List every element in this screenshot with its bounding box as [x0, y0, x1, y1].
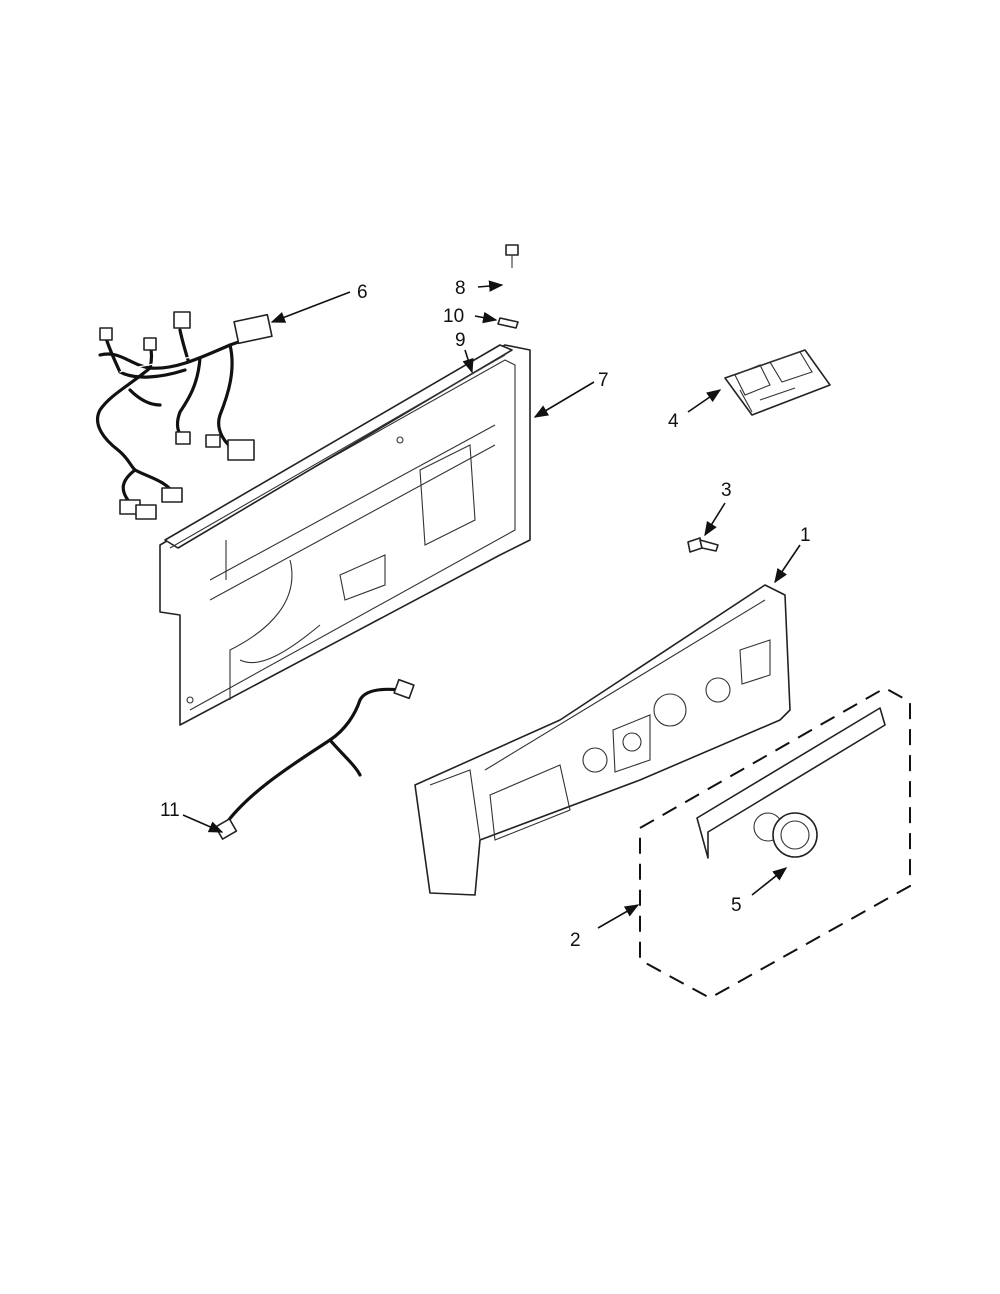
- power-cord-part: [214, 678, 415, 840]
- callout-4: 4: [668, 411, 679, 432]
- screw-part: [505, 244, 519, 268]
- callout-7: 7: [598, 370, 609, 391]
- callout-2: 2: [570, 930, 581, 951]
- callout-labels: 6 8 10 9 7 4 3 1 11 2 5: [160, 278, 811, 951]
- console-screw-part: [687, 537, 719, 553]
- console-panel-part: [414, 584, 791, 896]
- leader-6: [270, 291, 351, 323]
- callout-5: 5: [731, 895, 742, 916]
- console-bracket-part: [159, 344, 531, 726]
- leader-9: [462, 349, 474, 374]
- leader-8: [477, 280, 504, 292]
- callout-6: 6: [357, 282, 368, 303]
- callout-1: 1: [800, 525, 811, 546]
- control-board-part: [724, 349, 831, 416]
- leader-3: [704, 502, 726, 537]
- wire-harness-part: [96, 311, 273, 520]
- leader-10: [474, 311, 498, 324]
- overlay-and-knob-part: [696, 707, 886, 859]
- callout-9: 9: [455, 330, 466, 351]
- callout-8: 8: [455, 278, 466, 299]
- leader-5: [751, 867, 788, 896]
- leader-4: [687, 389, 722, 413]
- leader-lines: [182, 280, 801, 929]
- clip-part: [497, 317, 519, 329]
- rail-part: [164, 344, 513, 549]
- callout-11: 11: [160, 800, 180, 821]
- leader-2: [597, 904, 640, 929]
- leader-11: [182, 814, 224, 833]
- leader-7: [533, 381, 595, 418]
- leader-1: [774, 544, 801, 584]
- callout-10: 10: [443, 306, 464, 327]
- control-panel-assembly-group: [639, 686, 911, 1000]
- callout-3: 3: [721, 480, 732, 501]
